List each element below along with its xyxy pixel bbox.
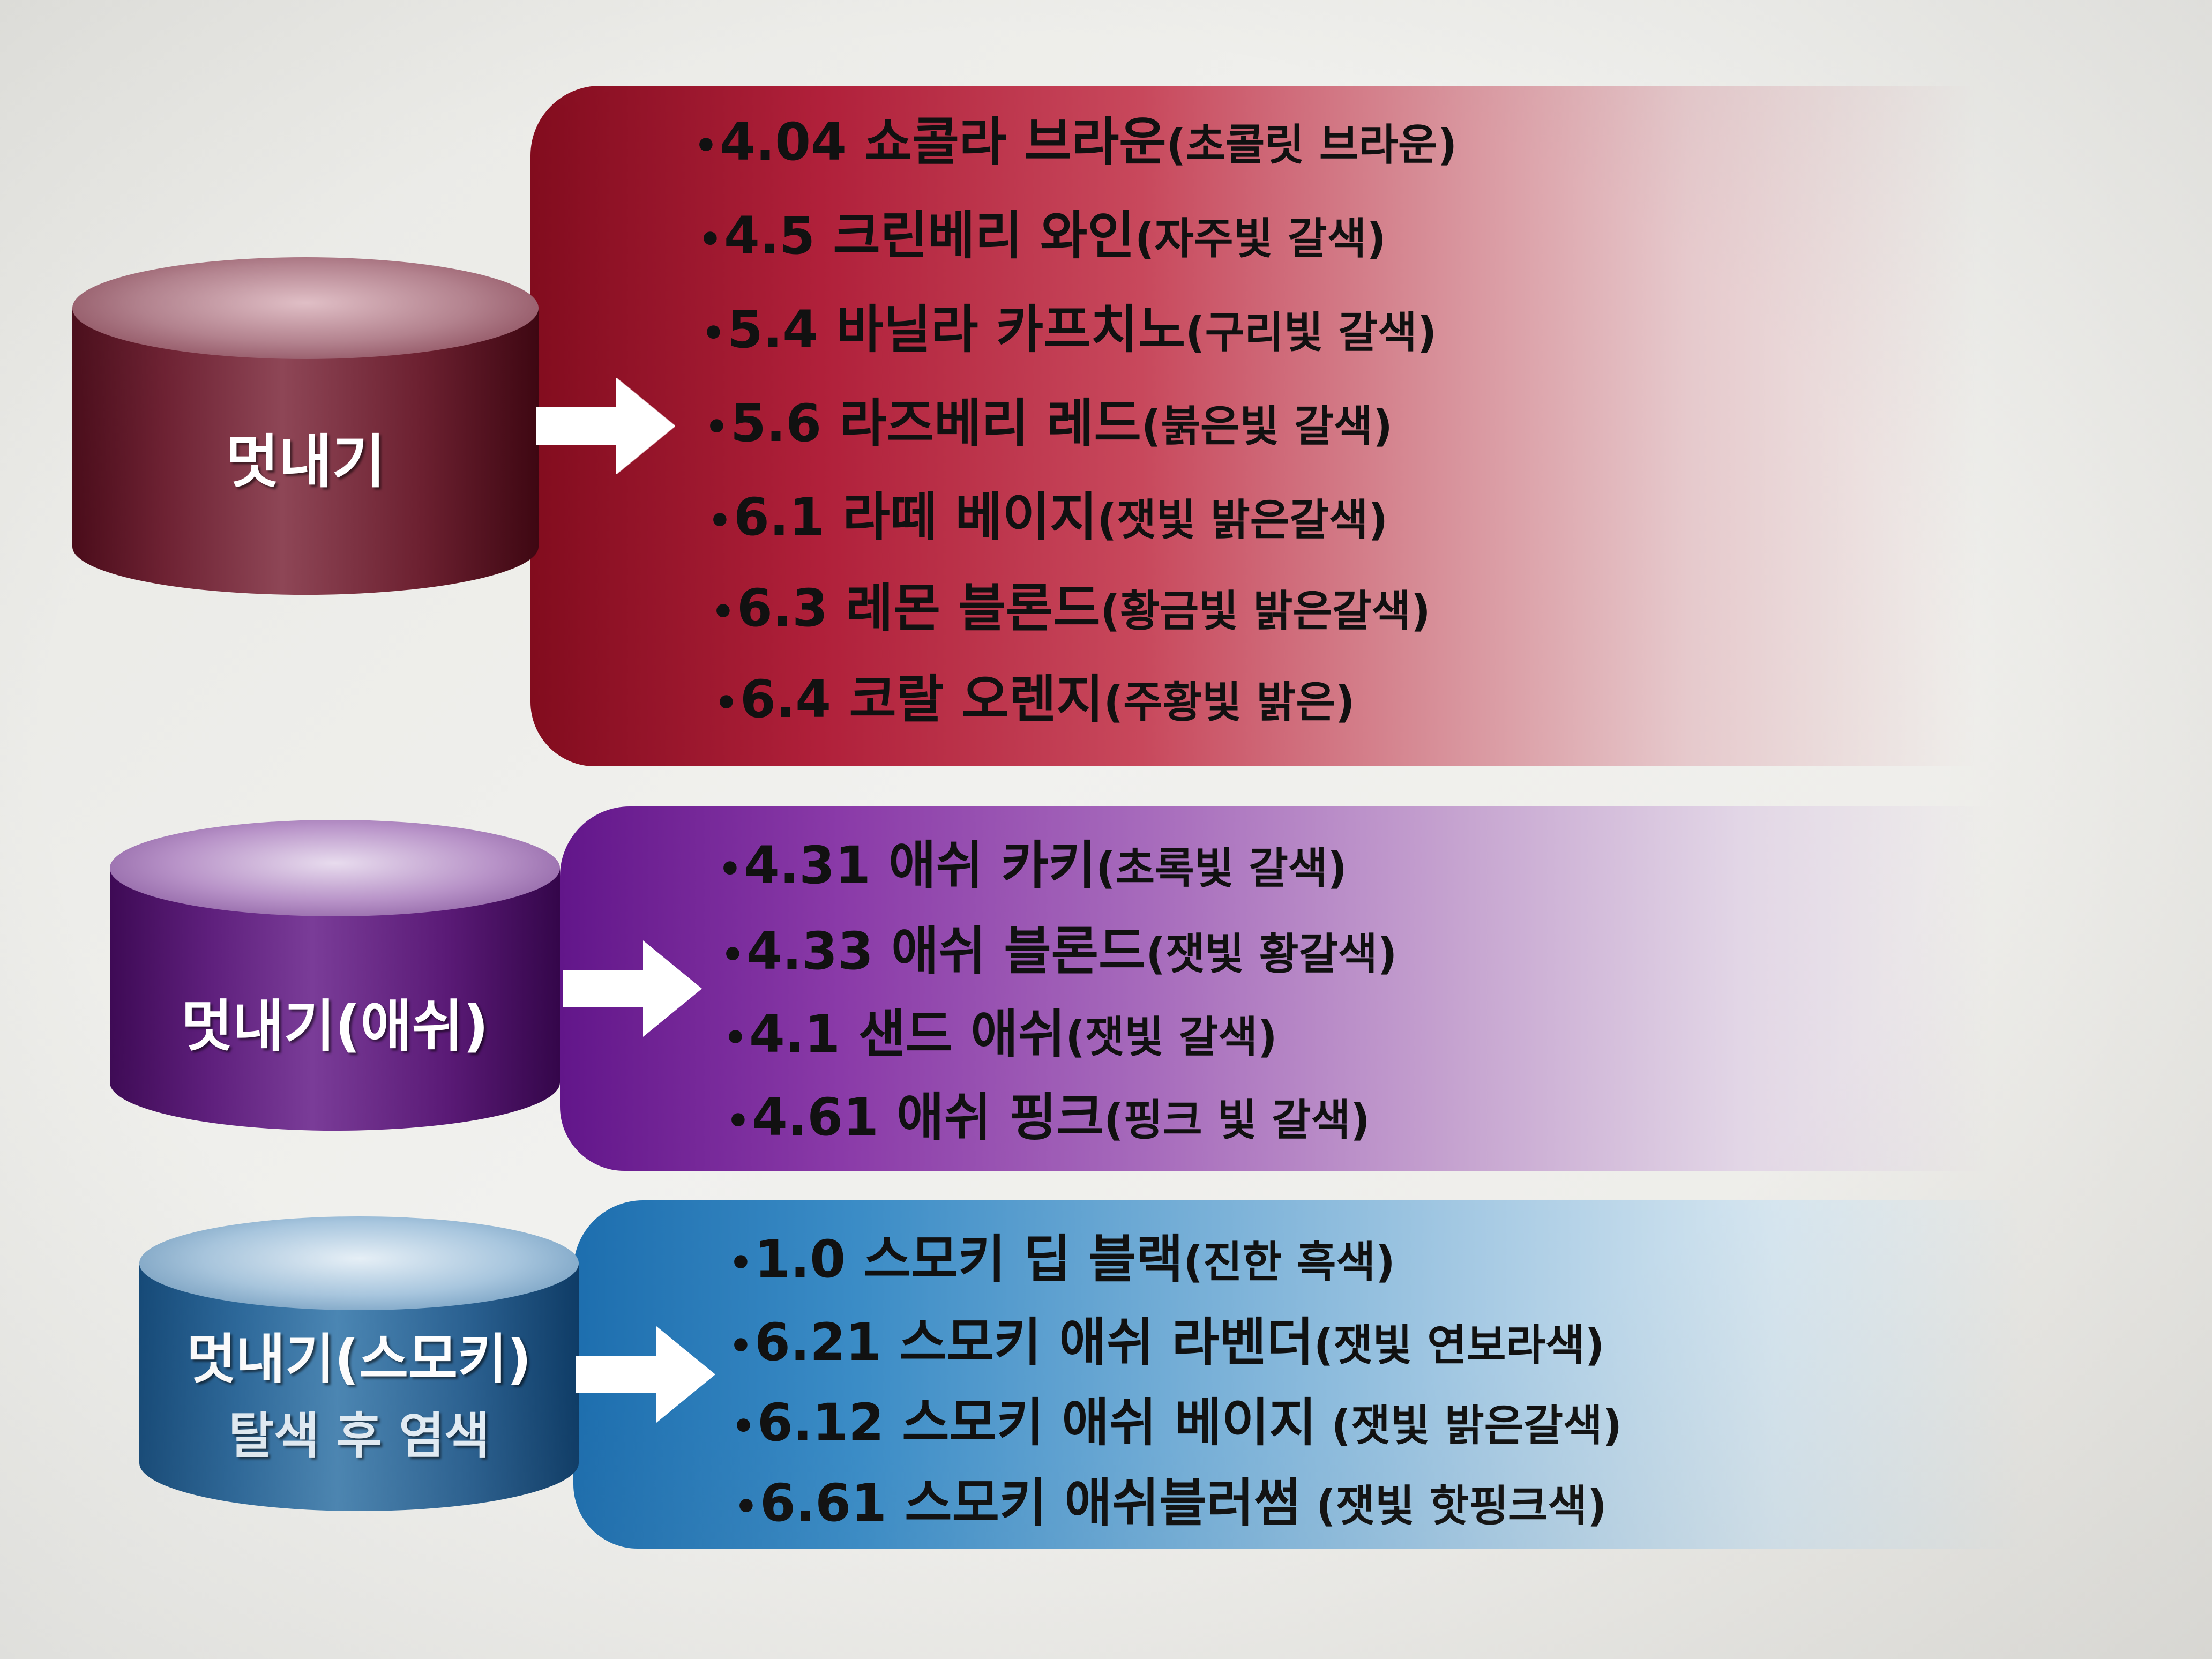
bullet-icon: • xyxy=(705,405,729,449)
item-note: (주황빛 밝은) xyxy=(1103,677,1355,727)
item-note: (잿빛 황갈색) xyxy=(1146,929,1398,979)
item-name: 6.1 라떼 베이지 xyxy=(734,487,1097,547)
item-name: 4.1 샌드 애쉬 xyxy=(749,1004,1066,1064)
right-arrow-icon xyxy=(576,1326,715,1423)
bullet-icon: • xyxy=(721,932,745,977)
cylinder-group-1: 멋내기 xyxy=(72,257,539,595)
right-arrow-icon xyxy=(563,940,702,1037)
item-note: (잿빛 핫핑크색) xyxy=(1301,1481,1607,1531)
group-3-label: 멋내기(스모키) xyxy=(186,1328,532,1391)
bullet-icon: • xyxy=(734,1484,758,1529)
item-note: (초록빛 갈색) xyxy=(1095,843,1347,893)
panel-group-2 xyxy=(560,806,2114,1171)
list-item: •6.3 레몬 블론드(황금빛 밝은갈색) xyxy=(711,576,1431,644)
list-item: •6.12 스모키 애쉬 베이지 (잿빛 밝은갈색) xyxy=(731,1391,1622,1459)
cylinder-group-2: 멋내기(애쉬) xyxy=(110,820,560,1131)
bullet-icon: • xyxy=(729,1324,753,1368)
bullet-icon: • xyxy=(723,1015,748,1060)
item-note: (잿빛 밝은갈색) xyxy=(1097,495,1388,545)
cylinder-top xyxy=(72,257,539,359)
list-item: •5.6 라즈베리 레드(붉은빛 갈색) xyxy=(705,391,1393,459)
bullet-icon: • xyxy=(711,589,735,634)
item-name: 6.12 스모키 애쉬 베이지 xyxy=(757,1393,1317,1453)
list-item: •4.31 애쉬 카키(초록빛 갈색) xyxy=(718,833,1347,901)
bullet-icon: • xyxy=(694,123,718,168)
item-note: (잿빛 밝은갈색) xyxy=(1316,1401,1623,1451)
list-item: •6.61 스모키 애쉬블러썸 (잿빛 핫핑크색) xyxy=(734,1471,1607,1539)
list-item: •4.04 쇼콜라 브라운(초콜릿 브라운) xyxy=(694,110,1457,178)
item-name: 4.04 쇼콜라 브라운 xyxy=(720,112,1167,172)
bullet-icon: • xyxy=(698,217,722,261)
item-note: (잿빛 연보라색) xyxy=(1313,1320,1605,1370)
list-item: •6.1 라떼 베이지(잿빛 밝은갈색) xyxy=(708,485,1388,553)
item-name: 6.61 스모키 애쉬블러썸 xyxy=(760,1473,1302,1533)
item-name: 4.31 애쉬 카키 xyxy=(744,835,1096,895)
cylinder-group-3: 멋내기(스모키) 탈색 후 염색 xyxy=(139,1216,579,1511)
item-name: 5.6 라즈베리 레드 xyxy=(730,393,1141,453)
group-3-list: •1.0 스모키 딥 블랙(진한 흑색) •6.21 스모키 애쉬 라벤더(잿빛… xyxy=(729,1227,2122,1549)
item-name: 6.4 코랄 오렌지 xyxy=(740,669,1104,729)
item-name: 4.61 애쉬 핑크 xyxy=(752,1087,1104,1147)
list-item: •5.4 바닐라 카프치노(구리빛 갈색) xyxy=(701,297,1437,365)
item-name: 4.33 애쉬 블론드 xyxy=(746,921,1146,981)
group-1-list: •4.04 쇼콜라 브라운(초콜릿 브라운) •4.5 크린베리 와인(자주빛 … xyxy=(694,110,2087,753)
group-3-sublabel: 탈색 후 염색 xyxy=(228,1407,490,1464)
group-2-label: 멋내기(애쉬) xyxy=(181,993,489,1059)
group-1-label: 멋내기 xyxy=(225,429,386,496)
item-note: (초콜릿 브라운) xyxy=(1166,120,1458,170)
item-name: 1.0 스모키 딥 블랙 xyxy=(754,1229,1184,1289)
list-item: •1.0 스모키 딥 블랙(진한 흑색) xyxy=(729,1227,1395,1295)
cylinder-top xyxy=(110,820,560,916)
item-name: 4.5 크린베리 와인 xyxy=(724,206,1135,266)
bullet-icon: • xyxy=(714,681,738,725)
panel-group-1 xyxy=(530,86,2138,766)
item-name: 6.21 스모키 애쉬 라벤더 xyxy=(754,1312,1314,1372)
item-note: (붉은빛 갈색) xyxy=(1141,401,1393,451)
item-note: (자주빛 갈색) xyxy=(1134,214,1386,264)
item-name: 5.4 바닐라 카프치노 xyxy=(727,300,1186,360)
list-item: •6.4 코랄 오렌지(주황빛 밝은) xyxy=(714,667,1355,735)
item-note: (핑크 빛 갈색) xyxy=(1103,1095,1370,1145)
bullet-icon: • xyxy=(729,1240,753,1285)
list-item: •4.5 크린베리 와인(자주빛 갈색) xyxy=(698,204,1386,272)
panel-group-3 xyxy=(573,1200,2154,1549)
group-2-list: •4.31 애쉬 카키(초록빛 갈색) •4.33 애쉬 블론드(잿빛 황갈색)… xyxy=(718,833,2058,1165)
bullet-icon: • xyxy=(701,311,726,355)
list-item: •4.33 애쉬 블론드(잿빛 황갈색) xyxy=(721,919,1397,987)
item-note: (황금빛 밝은갈색) xyxy=(1100,586,1431,636)
bullet-icon: • xyxy=(726,1098,750,1143)
item-name: 6.3 레몬 블론드 xyxy=(737,578,1101,638)
list-item: •4.61 애쉬 핑크(핑크 빛 갈색) xyxy=(726,1085,1370,1153)
bullet-icon: • xyxy=(708,498,732,543)
item-note: (구리빛 갈색) xyxy=(1185,308,1437,357)
list-item: •6.21 스모키 애쉬 라벤더(잿빛 연보라색) xyxy=(729,1310,1604,1378)
item-note: (진한 흑색) xyxy=(1183,1237,1395,1287)
right-arrow-icon xyxy=(536,378,675,474)
bullet-icon: • xyxy=(718,847,742,891)
item-note: (잿빛 갈색) xyxy=(1065,1012,1277,1062)
cylinder-top xyxy=(139,1216,579,1310)
list-item: •4.1 샌드 애쉬(잿빛 갈색) xyxy=(723,1002,1277,1070)
bullet-icon: • xyxy=(731,1404,756,1448)
